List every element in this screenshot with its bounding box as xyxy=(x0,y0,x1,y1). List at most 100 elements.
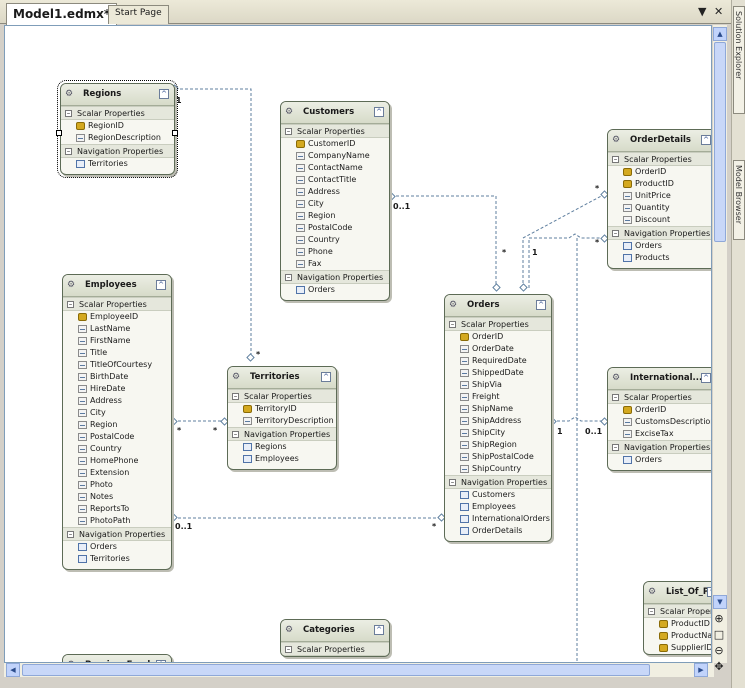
section-toggle-icon[interactable]: – xyxy=(612,443,619,451)
scalar-property[interactable]: CustomerID xyxy=(281,138,389,150)
scalar-property[interactable]: RegionID xyxy=(61,120,174,132)
section-toggle-icon[interactable]: – xyxy=(285,127,292,135)
scalar-section-header[interactable]: –Scalar Properties xyxy=(281,642,389,656)
scalar-section-header[interactable]: –Scalar Properties xyxy=(445,317,551,331)
scalar-property[interactable]: Phone xyxy=(281,246,389,258)
section-toggle-icon[interactable]: – xyxy=(232,392,239,400)
scalar-property[interactable]: Region xyxy=(63,419,171,431)
scroll-down-button[interactable]: ▼ xyxy=(713,595,727,609)
navigation-property[interactable]: OrderDetails xyxy=(445,525,551,537)
scalar-section-header[interactable]: –Scalar Properties xyxy=(228,389,336,403)
scalar-property[interactable]: CustomsDescription xyxy=(608,416,711,428)
tab-start-page[interactable]: Start Page xyxy=(108,5,169,24)
section-toggle-icon[interactable]: – xyxy=(612,155,619,163)
scalar-property[interactable]: ProductNar xyxy=(644,630,711,642)
scalar-property[interactable]: ShipVia xyxy=(445,379,551,391)
horizontal-scrollbar[interactable]: ◀ ▶ xyxy=(4,663,714,677)
scalar-property[interactable]: Notes xyxy=(63,491,171,503)
collapse-icon[interactable]: ^ xyxy=(156,660,166,662)
navigation-section-header[interactable]: –Navigation Properties xyxy=(445,475,551,489)
scalar-property[interactable]: OrderID xyxy=(608,166,711,178)
scalar-property[interactable]: Quantity xyxy=(608,202,711,214)
scalar-property[interactable]: ShipName xyxy=(445,403,551,415)
navigation-section-header[interactable]: –Navigation Properties xyxy=(61,144,174,158)
scalar-property[interactable]: ShipCountry xyxy=(445,463,551,475)
collapse-icon[interactable]: ^ xyxy=(321,372,331,382)
collapse-icon[interactable]: ^ xyxy=(374,107,384,117)
scalar-property[interactable]: City xyxy=(63,407,171,419)
solution-explorer-tab[interactable]: Solution Explorer xyxy=(733,6,745,114)
section-toggle-icon[interactable]: – xyxy=(65,147,72,155)
entity-listprod[interactable]: ⚙List_Of_Pro^–Scalar PropertProductIDPro… xyxy=(643,581,711,655)
scalar-property[interactable]: HireDate xyxy=(63,383,171,395)
entity-categories[interactable]: ⚙Categories^–Scalar Properties xyxy=(280,619,390,657)
section-toggle-icon[interactable]: – xyxy=(65,109,72,117)
scalar-property[interactable]: PostalCode xyxy=(281,222,389,234)
scalar-property[interactable]: TerritoryID xyxy=(228,403,336,415)
scalar-property[interactable]: LastName xyxy=(63,323,171,335)
section-toggle-icon[interactable]: – xyxy=(285,273,292,281)
entity-header[interactable]: ⚙List_Of_Pro^ xyxy=(644,582,711,604)
scalar-property[interactable]: TerritoryDescription xyxy=(228,415,336,427)
navigation-property[interactable]: Orders xyxy=(608,240,711,252)
navigation-property[interactable]: Products xyxy=(608,252,711,264)
entity-header[interactable]: ⚙Orders^ xyxy=(445,295,551,317)
horizontal-scroll-thumb[interactable] xyxy=(22,664,650,676)
scalar-property[interactable]: SupplierID xyxy=(644,642,711,654)
entity-header[interactable]: ⚙OrderDetails^ xyxy=(608,130,711,152)
selection-handle-left[interactable] xyxy=(56,130,62,136)
section-toggle-icon[interactable]: – xyxy=(612,229,619,237)
section-toggle-icon[interactable]: – xyxy=(285,645,292,653)
close-icon[interactable]: ✕ xyxy=(714,5,724,18)
navigation-section-header[interactable]: –Navigation Properties xyxy=(608,226,711,240)
navigation-section-header[interactable]: –Navigation Properties xyxy=(228,427,336,441)
section-toggle-icon[interactable]: – xyxy=(449,478,456,486)
collapse-icon[interactable]: ^ xyxy=(701,135,711,145)
scalar-property[interactable]: FirstName xyxy=(63,335,171,347)
collapse-icon[interactable]: ^ xyxy=(374,625,384,635)
navigation-property[interactable]: Territories xyxy=(61,158,174,170)
collapse-icon[interactable]: ^ xyxy=(707,587,711,597)
collapse-icon[interactable]: ^ xyxy=(701,373,711,383)
scroll-up-button[interactable]: ▲ xyxy=(713,27,727,41)
vertical-scrollbar[interactable]: ▲ ▼ xyxy=(713,25,727,663)
entity-header[interactable]: ⚙International...^ xyxy=(608,368,711,390)
model-browser-tab[interactable]: Model Browser xyxy=(733,160,745,240)
navigation-property[interactable]: Employees xyxy=(228,453,336,465)
scalar-property[interactable]: TitleOfCourtesy xyxy=(63,359,171,371)
scalar-property[interactable]: ShipPostalCode xyxy=(445,451,551,463)
scalar-property[interactable]: City xyxy=(281,198,389,210)
scalar-property[interactable]: PostalCode xyxy=(63,431,171,443)
collapse-icon[interactable]: ^ xyxy=(536,300,546,310)
navigation-property[interactable]: Customers xyxy=(445,489,551,501)
tab-dropdown-icon[interactable]: ▼ xyxy=(698,5,707,18)
scalar-property[interactable]: RegionDescription xyxy=(61,132,174,144)
scalar-property[interactable]: Country xyxy=(281,234,389,246)
navigation-property[interactable]: Regions xyxy=(228,441,336,453)
section-toggle-icon[interactable]: – xyxy=(67,530,74,538)
scalar-section-header[interactable]: –Scalar Propert xyxy=(644,604,711,618)
scalar-property[interactable]: UnitPrice xyxy=(608,190,711,202)
scalar-property[interactable]: Photo xyxy=(63,479,171,491)
zoom-in-icon[interactable]: ⊕ xyxy=(714,612,724,625)
navigation-section-header[interactable]: –Navigation Properties xyxy=(63,527,171,541)
navigation-property[interactable]: Orders xyxy=(608,454,711,466)
scalar-section-header[interactable]: –Scalar Properties xyxy=(608,152,711,166)
scalar-section-header[interactable]: –Scalar Properties xyxy=(281,124,389,138)
collapse-icon[interactable]: ^ xyxy=(156,280,166,290)
section-toggle-icon[interactable]: – xyxy=(648,607,655,615)
scalar-property[interactable]: Extension xyxy=(63,467,171,479)
scalar-property[interactable]: OrderID xyxy=(445,331,551,343)
navigation-property[interactable]: Orders xyxy=(63,541,171,553)
scalar-property[interactable]: Address xyxy=(63,395,171,407)
collapse-icon[interactable]: ^ xyxy=(159,89,169,99)
navigation-property[interactable]: Employees xyxy=(445,501,551,513)
entity-header[interactable]: ⚙Categories^ xyxy=(281,620,389,642)
scalar-section-header[interactable]: –Scalar Properties xyxy=(63,297,171,311)
zoom-out-icon[interactable]: ⊖ xyxy=(714,644,724,657)
scalar-property[interactable]: ProductID xyxy=(644,618,711,630)
